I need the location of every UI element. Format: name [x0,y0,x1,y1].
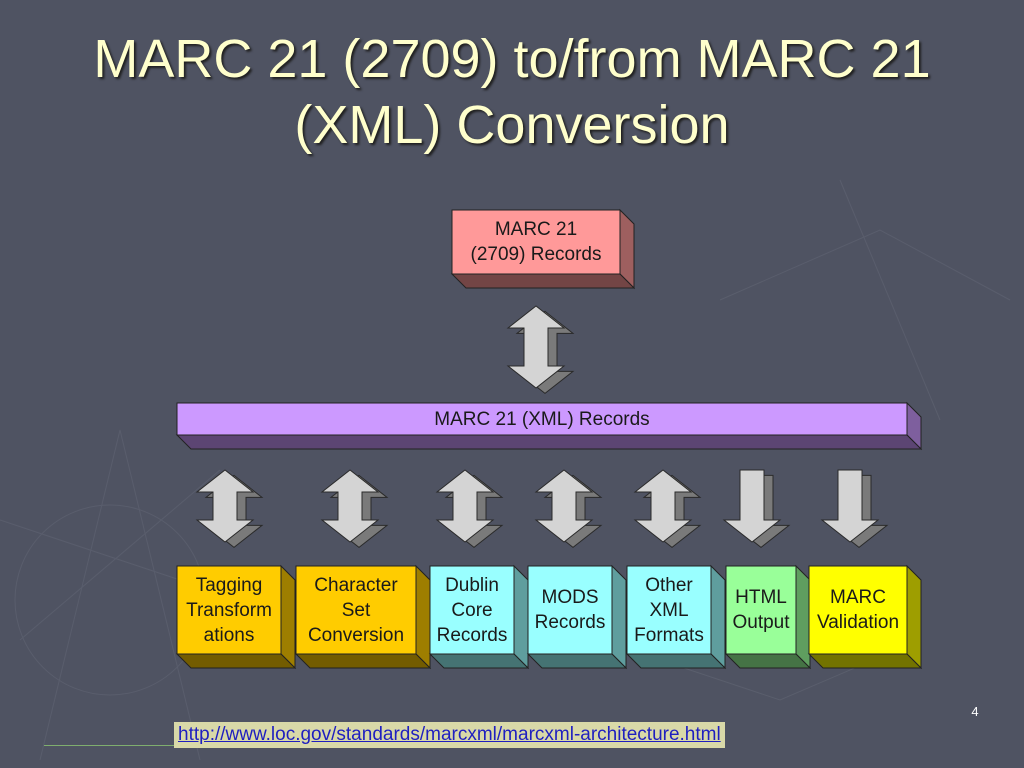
double-arrow-top [506,305,575,395]
output-box-label-character-set: Character Set Conversion [307,574,405,646]
xml-records-bar [175,401,923,451]
slide-title-line-1: MARC 21 (2709) to/from MARC 21 [93,29,931,89]
output-box-label-mods: MODS Records [534,587,606,633]
xml-bar-label: MARC 21 (XML) Records [434,408,650,430]
output-box-character-set [294,564,432,670]
output-box-label-html: HTML Output [732,587,790,633]
top-box-marc-2709 [450,208,636,290]
source-link[interactable]: http://www.loc.gov/standards/marcxml/mar… [174,722,725,748]
slide-title-line-2: (XML) Conversion [294,95,730,155]
output-box-other-xml [625,564,727,670]
slide-title: MARC 21 (2709) to/from MARC 21 (XML) Con… [60,26,964,158]
output-box-html [724,564,812,670]
footer-rule [44,745,174,746]
output-box-label-dublin-core: Dublin Core Records [436,574,508,646]
arrow-mods [534,469,603,549]
output-box-label-tagging: Tagging Transform ations [186,574,272,646]
arrow-dublin-core [435,469,504,549]
arrow-other-xml [633,469,702,549]
arrow-marc-validation [820,469,889,549]
output-box-label-other-xml: Other XML Formats [634,574,704,646]
arrow-character-set [320,469,389,549]
output-box-marc-validation [807,564,923,670]
arrow-html [722,469,791,549]
output-box-tagging [175,564,297,670]
output-box-label-marc-validation: MARC Validation [816,587,900,633]
page-number: 4 [971,704,979,719]
top-box-label: MARC 21 (2709) Records [470,219,602,265]
output-box-dublin-core [428,564,530,670]
arrow-tagging [195,469,264,549]
output-box-mods [526,564,628,670]
